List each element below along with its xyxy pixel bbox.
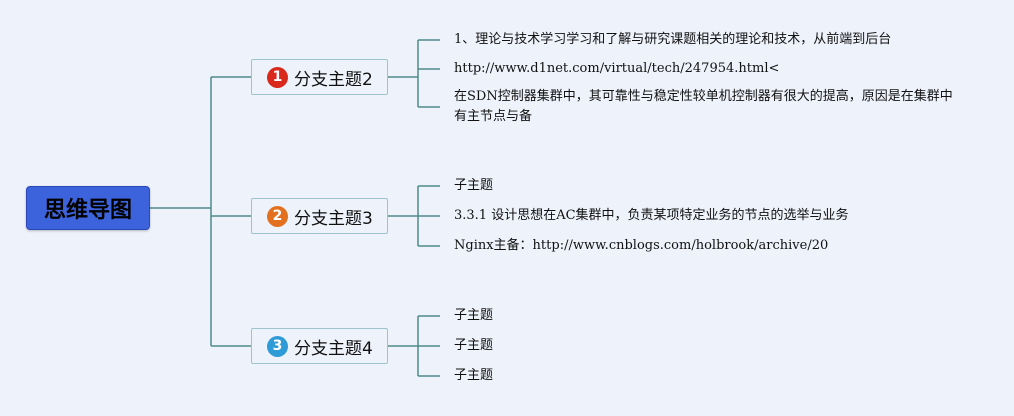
branch-topic-3[interactable]: 2 分支主题3: [251, 198, 388, 234]
subtopic-b1-2[interactable]: http://www.d1net.com/virtual/tech/247954…: [454, 61, 780, 76]
subtopic-b2-1[interactable]: 子主题: [454, 178, 494, 193]
branch-topic-label: 分支主题4: [294, 338, 373, 359]
priority-3-icon: 3: [267, 335, 288, 357]
priority-1-icon: 1: [267, 66, 288, 88]
subtopic-b1-1[interactable]: 1、理论与技术学习学习和了解与研究课题相关的理论和技术，从前端到后台: [454, 32, 892, 47]
subtopic-b2-3[interactable]: Nginx主备：http://www.cnblogs.com/holbrook/…: [454, 238, 829, 253]
branch-topic-label: 分支主题2: [294, 69, 373, 90]
subtopic-b3-3[interactable]: 子主题: [454, 368, 494, 383]
subtopic-b2-2[interactable]: 3.3.1 设计思想在AC集群中，负责某项特定业务的节点的选举与业务: [454, 208, 849, 223]
branch-topic-label: 分支主题3: [294, 208, 373, 229]
branch-topic-2[interactable]: 1 分支主题2: [251, 59, 388, 95]
priority-2-icon: 2: [267, 205, 288, 227]
branch-topic-4[interactable]: 3 分支主题4: [251, 328, 388, 364]
root-topic-label: 思维导图: [43, 198, 132, 223]
subtopic-b3-1[interactable]: 子主题: [454, 308, 494, 323]
subtopic-b3-2[interactable]: 子主题: [454, 338, 494, 353]
root-topic[interactable]: 思维导图: [26, 186, 150, 230]
subtopic-b1-3[interactable]: 在SDN控制器集群中，其可靠性与稳定性较单机控制器有很大的提高，原因是在集群中有…: [454, 89, 953, 124]
